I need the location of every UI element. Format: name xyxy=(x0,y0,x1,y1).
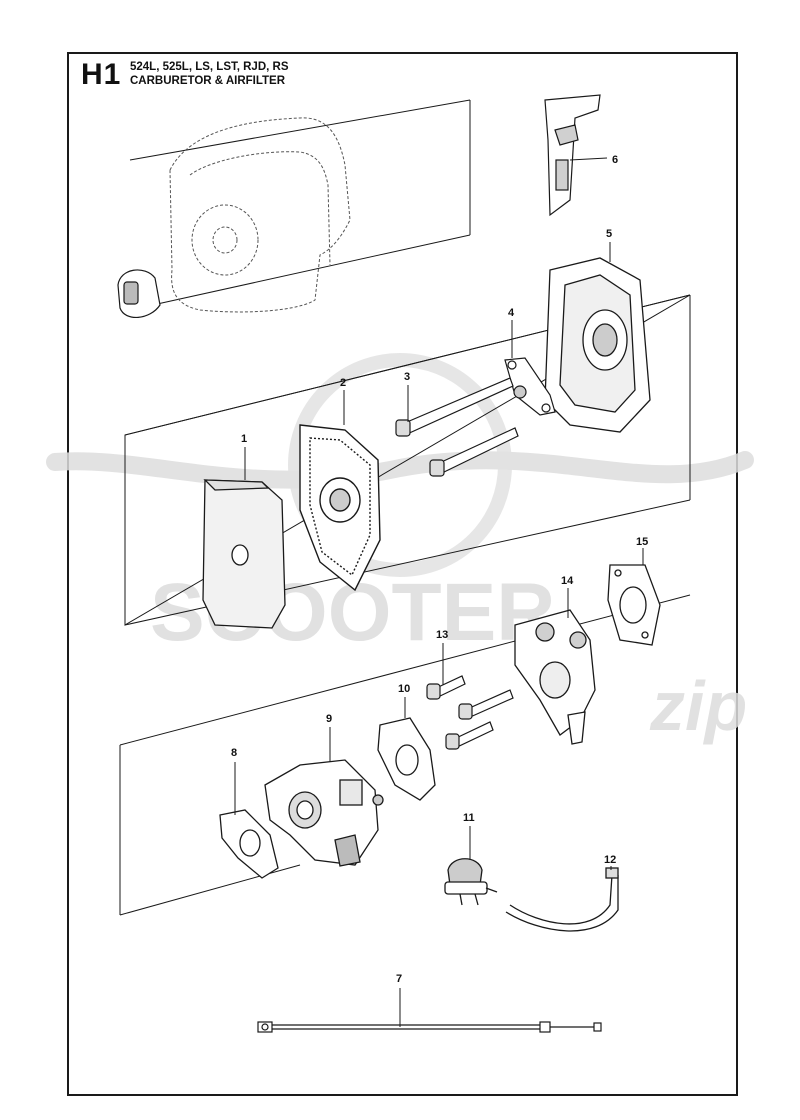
callout-12: 12 xyxy=(604,854,616,866)
cover-plane-top xyxy=(129,99,471,161)
callout-1: 1 xyxy=(241,433,247,445)
cover-plane-bottom xyxy=(129,234,471,311)
callout-14: 14 xyxy=(561,575,574,587)
section-title: CARBURETOR & AIRFILTER xyxy=(130,75,286,87)
part-8-gasket xyxy=(219,809,279,879)
part-3-screws xyxy=(395,377,519,477)
watermark-suffix: zip xyxy=(649,667,747,745)
part-11-primer-bulb xyxy=(444,858,498,906)
part-6-clip xyxy=(544,94,601,217)
callout-2: 2 xyxy=(340,377,346,389)
drawing-frame xyxy=(67,52,738,1096)
part-1-air-filter xyxy=(202,479,286,629)
callout-11: 11 xyxy=(463,812,475,824)
part-10-gasket xyxy=(377,717,436,801)
callout-9: 9 xyxy=(326,713,332,725)
callout-10: 10 xyxy=(398,683,410,695)
part-2-filter-gasket xyxy=(299,424,381,592)
callout-3: 3 xyxy=(404,371,410,383)
callout-numbers: 1 2 3 4 5 6 7 8 9 10 11 12 13 14 15 xyxy=(231,154,648,985)
section-code: H1 xyxy=(81,58,122,91)
callout-13: 13 xyxy=(436,629,448,641)
cover-knob xyxy=(117,269,161,318)
leader-lines xyxy=(234,157,644,1027)
part-12-fuel-hose xyxy=(505,867,619,932)
lower-plane-bottom xyxy=(119,864,301,916)
part-9-carburetor xyxy=(264,759,384,867)
part-4-bracket xyxy=(504,357,556,416)
part-5-filter-housing xyxy=(544,257,651,433)
callout-7: 7 xyxy=(396,973,402,985)
lower-plane-top xyxy=(119,594,691,746)
callout-8: 8 xyxy=(231,747,237,759)
part-13-screws xyxy=(426,675,514,750)
callout-4: 4 xyxy=(508,307,515,319)
part-14-intake-adapter xyxy=(514,609,596,745)
filter-cover-reference xyxy=(169,117,351,313)
model-list: 524L, 525L, LS, LST, RJD, RS xyxy=(130,61,289,73)
part-7-throttle-cable xyxy=(257,1021,602,1033)
callout-5: 5 xyxy=(606,228,612,240)
callout-15: 15 xyxy=(636,536,648,548)
callout-6: 6 xyxy=(612,154,618,166)
part-15-gasket xyxy=(607,564,661,646)
watermark-swoosh xyxy=(46,451,754,489)
